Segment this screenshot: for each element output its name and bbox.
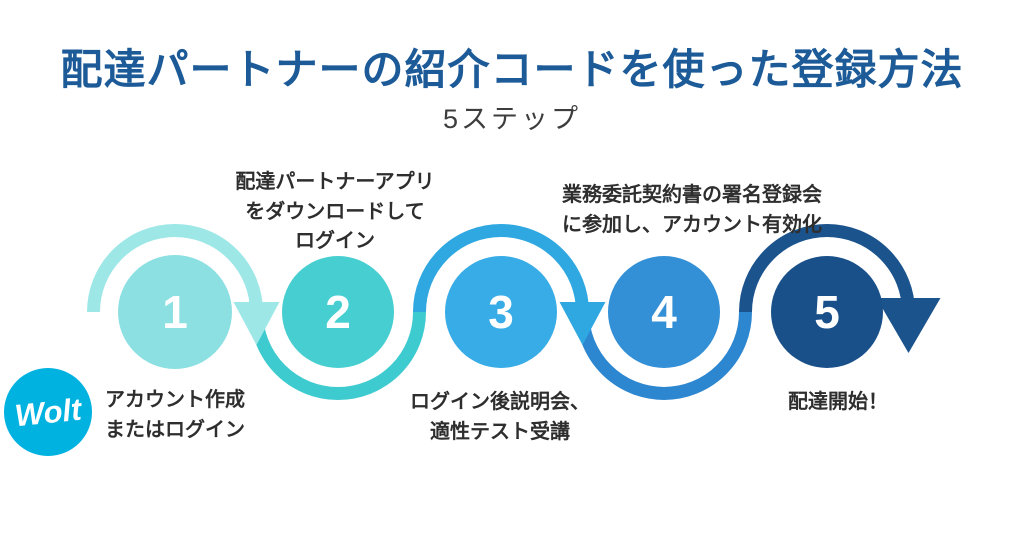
- step-number-1: 1: [162, 286, 188, 338]
- arc-step-3: [413, 224, 589, 313]
- step-number-3: 3: [488, 286, 514, 338]
- step-label-2: 配達パートナーアプリ をダウンロードして ログイン: [235, 171, 435, 253]
- step-circle-2: [282, 256, 394, 368]
- step-circle-5: [771, 256, 883, 368]
- step-circle-4: [608, 256, 720, 368]
- step-number-2: 2: [325, 286, 351, 338]
- step-label-5: 配達開始！: [788, 391, 888, 413]
- arrow-down-icon: [233, 302, 280, 345]
- step-number-5: 5: [814, 286, 840, 338]
- arc-step-5: [739, 224, 915, 313]
- step-number-4: 4: [651, 286, 677, 338]
- arc-step-2: [250, 311, 426, 400]
- wolt-logo-circle: [4, 368, 92, 456]
- arrow-down-icon: [559, 302, 606, 345]
- step-circle-3: [445, 256, 557, 368]
- page-subtitle: 5ステップ: [442, 104, 582, 134]
- arrow-down-icon: [876, 298, 941, 353]
- wolt-logo-text: Wolt: [13, 391, 85, 433]
- arc-step-4: [576, 311, 752, 400]
- step-circle-1: [118, 255, 232, 369]
- arc-step-1: [87, 224, 263, 313]
- step-label-1: アカウント作成 またはログイン: [105, 389, 245, 441]
- page-title: 配達パートナーの紹介コードを使った登録方法: [60, 46, 964, 93]
- wolt-logo: Wolt: [4, 368, 92, 456]
- step-label-4: 業務委託契約書の署名登録会 に参加し、アカウント有効化: [562, 184, 822, 236]
- step-label-3: ログイン後説明会、 適性テスト受講: [410, 391, 590, 443]
